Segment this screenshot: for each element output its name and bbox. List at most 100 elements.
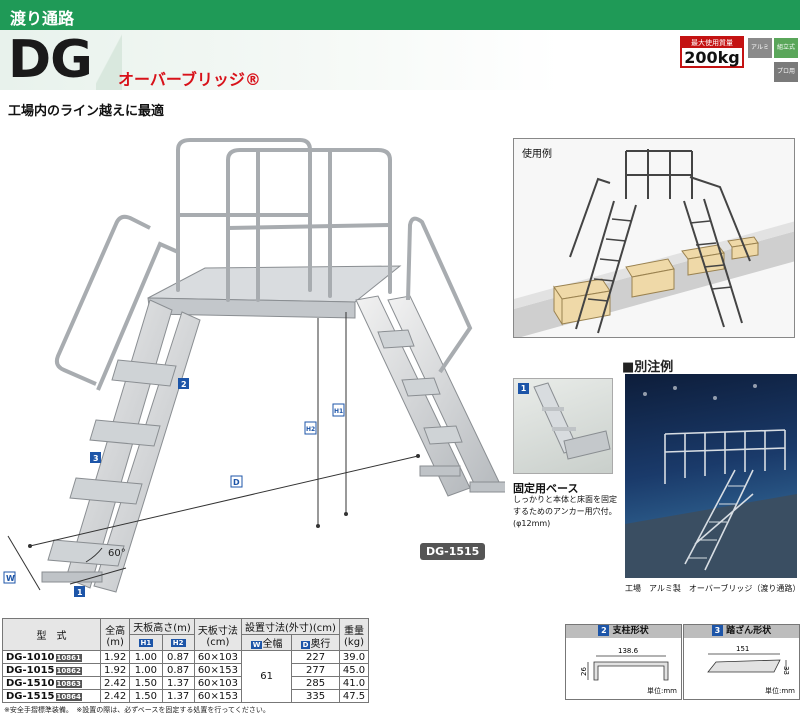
row-height: 2.42: [99, 676, 131, 690]
post-shape-header: 2 支柱形状: [566, 625, 681, 638]
col-width-label: 全幅: [262, 639, 283, 650]
row-h2: 1.37: [161, 676, 195, 690]
material-badge-aluminium: アルミ: [748, 38, 772, 58]
row-weight: 39.0: [338, 650, 370, 664]
row-height: 1.92: [99, 650, 131, 664]
step-shape-title: 踏ざん形状: [726, 626, 772, 636]
category-bar: 渡り通路: [0, 0, 800, 30]
dimension-label-h2: H2: [306, 426, 315, 433]
step-shape-width: 151: [736, 645, 749, 653]
custom-examples-title: ■別注例: [622, 360, 674, 375]
post-shape-number: 2: [598, 625, 610, 636]
post-shape-diagram: 138.6 26: [580, 647, 669, 681]
col-model: 型 式: [2, 618, 101, 651]
row-code: 10863: [55, 679, 82, 688]
row-board: 60×103: [193, 676, 243, 690]
col-board-unit: (cm): [206, 636, 230, 648]
row-h2: 0.87: [161, 650, 195, 664]
row-h2: 1.37: [161, 689, 195, 703]
post-shape-panel: 2 支柱形状 138.6 26 単位:mm: [565, 624, 682, 700]
angle-label: 60°: [108, 548, 126, 559]
table-header-row: 型 式 全高(m) 天板高さ(m) 天板寸法(cm) 設置寸法(外寸)(cm) …: [2, 618, 370, 651]
base-photo: 1: [513, 378, 613, 474]
usage-example-panel: 使用例: [513, 138, 795, 338]
step-shape-panel: 3 踏ざん形状 151 33 単位:mm: [683, 624, 800, 700]
row-weight: 41.0: [338, 676, 370, 690]
tagline: 工場内のライン越えに最適: [8, 104, 165, 119]
row-code: 10862: [55, 666, 82, 675]
col-weight: 重量(kg): [338, 618, 370, 651]
row-board: 60×153: [193, 663, 243, 677]
row-board: 60×153: [193, 689, 243, 703]
row-model-name: DG-1015: [6, 664, 55, 676]
product-name: オーバーブリッジ®: [118, 70, 261, 89]
post-shape-unit: 単位:mm: [647, 687, 677, 695]
dimension-label-d: D: [233, 478, 240, 487]
usage-example-title: 使用例: [522, 149, 552, 160]
factory-photo-illustration: [625, 384, 797, 578]
col-height-label: 全高: [105, 625, 126, 637]
col-height-unit: (m): [106, 636, 124, 648]
factory-photo: [625, 374, 797, 578]
row-weight: 45.0: [338, 663, 370, 677]
row-h2: 0.87: [161, 663, 195, 677]
col-height: 全高(m): [99, 618, 131, 651]
base-title: 固定用ベース: [513, 482, 579, 495]
row-depth: 277: [291, 663, 340, 677]
row-code: 10861: [55, 653, 82, 662]
category-title: 渡り通路: [10, 9, 75, 28]
col-weight-label: 重量: [344, 625, 364, 637]
model-label: DG-1515: [420, 543, 486, 560]
callout-2: 2: [181, 380, 187, 389]
overbridge-illustration: D H1 H2 W 60° 2 3 1: [3, 138, 505, 597]
col-weight-unit: (kg): [344, 636, 364, 648]
shared-width: 61: [241, 650, 293, 703]
col-h1: H1: [129, 634, 163, 651]
row-height: 2.42: [99, 689, 131, 703]
col-depth-label: 奥行: [310, 639, 331, 650]
title-divider: [96, 30, 122, 90]
step-shape-header: 3 踏ざん形状: [684, 625, 799, 638]
col-top-height: 天板高さ(m): [129, 618, 195, 635]
base-callout: 1: [518, 383, 529, 394]
usage-example-illustration: [514, 149, 794, 337]
dimension-label-h1: H1: [334, 408, 343, 415]
w-mark: W: [250, 641, 263, 649]
h2-mark: H2: [170, 639, 186, 647]
row-depth: 227: [291, 650, 340, 664]
h1-mark: H1: [138, 639, 154, 647]
row-depth: 285: [291, 676, 340, 690]
step-shape-number: 3: [711, 625, 723, 636]
row-h1: 1.50: [129, 689, 163, 703]
row-board: 60×103: [193, 650, 243, 664]
post-shape-height: 26: [580, 667, 588, 676]
row-h1: 1.00: [129, 663, 163, 677]
step-shape-height: 33: [782, 666, 790, 675]
callout-1: 1: [77, 588, 83, 597]
d-mark: D: [300, 641, 311, 649]
row-h1: 1.00: [129, 650, 163, 664]
spec-table: 型 式 全高(m) 天板高さ(m) 天板寸法(cm) 設置寸法(外寸)(cm) …: [2, 618, 370, 703]
material-badge-pro: プロ用: [774, 62, 798, 82]
step-shape-diagram: 151 33: [707, 645, 790, 675]
row-code: 10864: [55, 692, 82, 701]
callout-3: 3: [93, 454, 99, 463]
base-photo-illustration: [533, 382, 611, 460]
step-shape-unit: 単位:mm: [765, 687, 795, 695]
col-board: 天板寸法(cm): [193, 618, 243, 651]
row-h1: 1.50: [129, 676, 163, 690]
dimension-label-w: W: [6, 574, 15, 583]
max-load-label: 最大使用質量: [682, 38, 742, 48]
max-load-value: 200kg: [684, 48, 740, 67]
base-description: しっかりと本体と床面を固定するためのアンカー用穴付。(φ12mm): [513, 495, 617, 528]
row-height: 1.92: [99, 663, 131, 677]
title-band: [0, 30, 800, 90]
max-load-badge: 最大使用質量 200kg: [680, 36, 744, 68]
